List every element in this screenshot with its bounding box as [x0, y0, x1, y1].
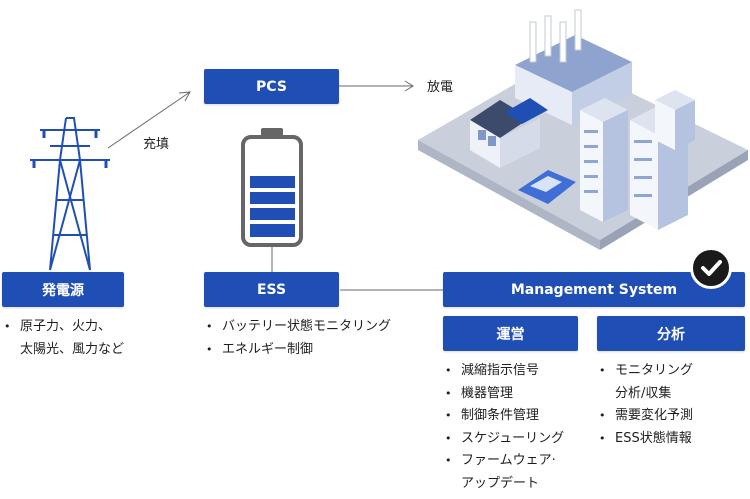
list-item: モニタリング — [597, 360, 747, 383]
battery-icon — [241, 128, 303, 247]
pcs-box: PCS — [204, 69, 339, 104]
city-illustration — [418, 9, 748, 250]
ess-list: バッテリー状態モニタリング エネルギー制御 — [204, 316, 434, 361]
list-item: 機器管理 — [443, 383, 593, 406]
list-item: バッテリー状態モニタリング — [204, 316, 434, 339]
discharge-label: 放電 — [427, 80, 454, 95]
list-item: スケジューリング — [443, 428, 593, 451]
list-item: 減縮指示信号 — [443, 360, 593, 383]
list-item: 原子力、火力、 — [2, 316, 142, 339]
transmission-tower-icon — [30, 117, 110, 271]
operation-box: 運営 — [443, 316, 578, 351]
list-item: ファームウェア· — [443, 450, 593, 473]
check-badge-icon — [690, 247, 732, 289]
analysis-list: モニタリング 分析/収集 需要変化予測 ESS状態情報 — [597, 360, 747, 450]
list-item: 制御条件管理 — [443, 405, 593, 428]
list-item: エネルギー制御 — [204, 339, 434, 362]
generation-list: 原子力、火力、 太陽光、風力など — [2, 316, 142, 361]
list-item-continued: アップデート — [461, 475, 540, 491]
list-item: 需要変化予測 — [597, 405, 747, 428]
analysis-box: 分析 — [597, 316, 745, 351]
generation-box: 発電源 — [2, 272, 124, 307]
list-item: ESS状態情報 — [597, 428, 747, 451]
operation-list: 減縮指示信号 機器管理 制御条件管理 スケジューリング ファームウェア· アップ… — [443, 360, 593, 495]
list-item-continued: 分析/収集 — [615, 385, 672, 401]
discharge-arrow — [338, 80, 414, 92]
charge-arrow — [107, 91, 191, 149]
connector-lines — [107, 80, 443, 291]
list-item: 太陽光、風力など — [20, 341, 125, 357]
charge-label: 充填 — [143, 137, 170, 152]
ess-box: ESS — [204, 272, 339, 307]
